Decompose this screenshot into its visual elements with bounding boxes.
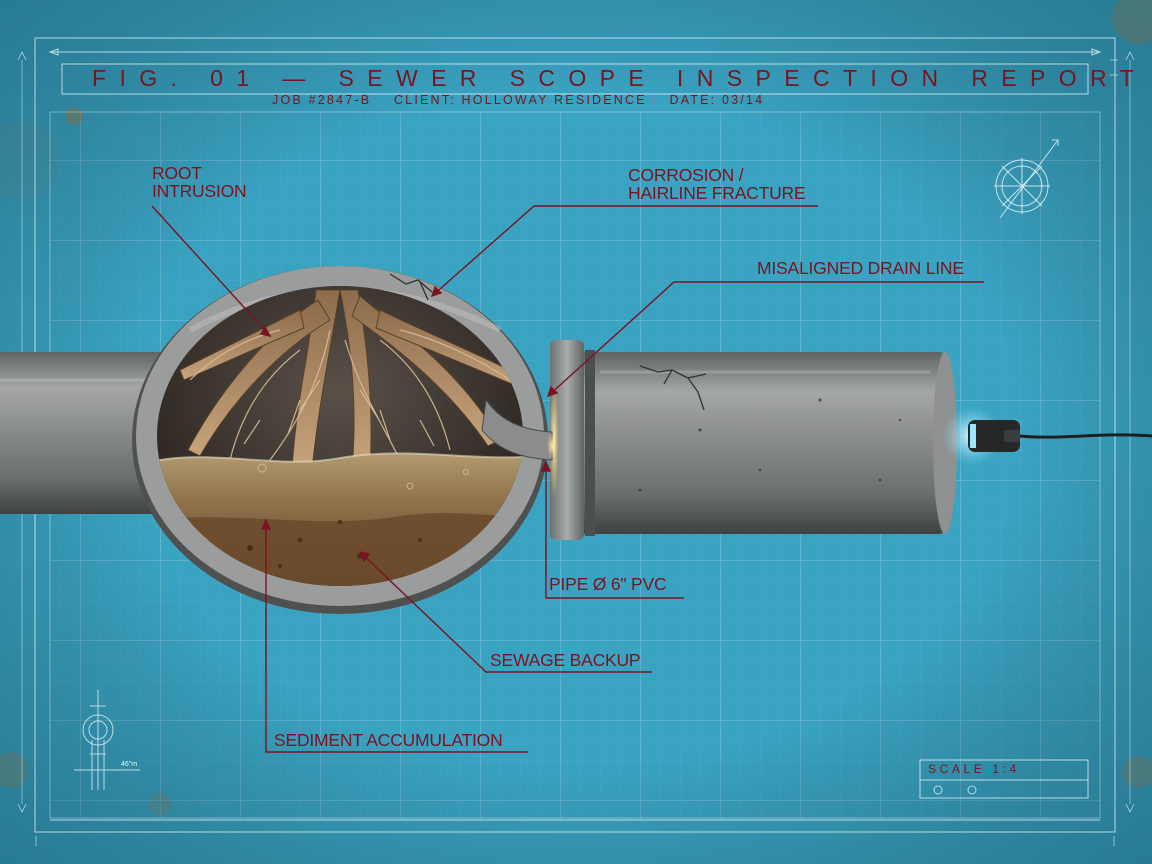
water-stains xyxy=(0,0,1152,816)
pipe-cross-section xyxy=(132,266,548,614)
label-corrosion-fracture: CORROSION / HAIRLINE FRACTURE xyxy=(628,165,806,204)
misaligned-drain-line xyxy=(481,398,557,461)
label-pipe-spec: PIPE Ø 6" PVC xyxy=(549,574,667,594)
scale-label: SCALE 1:4 xyxy=(928,762,1020,776)
annotation-leaders xyxy=(151,205,984,753)
label-root-intrusion: ROOT INTRUSION xyxy=(152,163,247,202)
pipe-detail-sketch xyxy=(74,690,140,790)
label-sediment-accumulation: SEDIMENT ACCUMULATION xyxy=(274,730,503,750)
label-misaligned-drain: MISALIGNED DRAIN LINE xyxy=(757,258,964,278)
report-subtitle: JOB #2847-B CLIENT: HOLLOWAY RESIDENCE D… xyxy=(272,93,765,107)
detail-dimension: 46"m xyxy=(121,761,138,768)
inspection-camera-icon xyxy=(942,406,1152,466)
pipe-right xyxy=(580,352,957,534)
compass-rose-icon xyxy=(994,139,1059,219)
report-title: FIG. 01 — SEWER SCOPE INSPECTION REPORT xyxy=(92,65,1148,91)
scale-box xyxy=(919,759,1089,799)
label-sewage-backup: SEWAGE BACKUP xyxy=(490,650,641,670)
